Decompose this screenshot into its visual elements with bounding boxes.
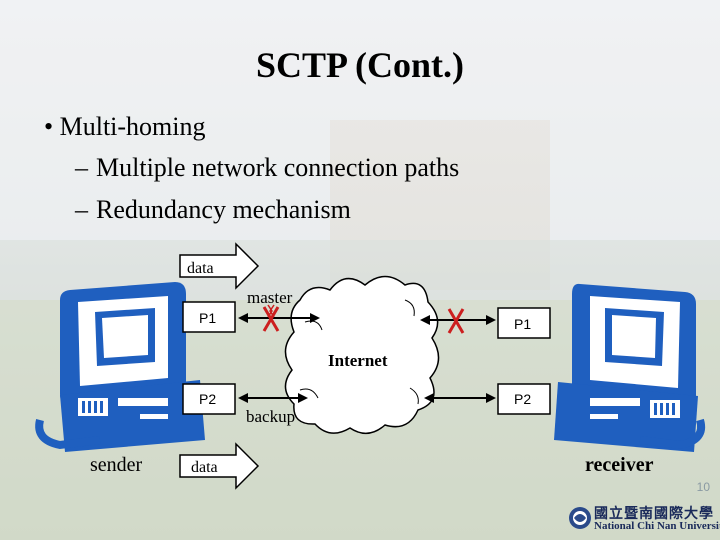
bullet-text: Multi-homing xyxy=(59,112,206,141)
link-failure-icon xyxy=(262,304,280,332)
master-label: master xyxy=(247,288,293,307)
internet-label: Internet xyxy=(328,351,388,370)
link-failure-icon xyxy=(447,308,465,334)
sub-item-text: Multiple network connection paths xyxy=(96,153,460,182)
receiver-p2-label: P2 xyxy=(514,391,531,407)
backup-label: backup xyxy=(246,407,295,426)
sender-p2-port xyxy=(182,383,236,415)
bullet-dot: • xyxy=(44,112,54,141)
bullet-item: • Multi-homing xyxy=(44,112,206,142)
receiver-label: receiver xyxy=(585,454,654,476)
university-name-english: National Chi Nan University xyxy=(594,520,720,532)
sub-item-2: –Redundancy mechanism xyxy=(75,195,351,225)
receiver-computer-icon xyxy=(554,283,705,452)
page-number: 10 xyxy=(696,480,710,494)
data-bottom-label: data xyxy=(191,459,218,476)
sub-item-text: Redundancy mechanism xyxy=(96,195,351,224)
slide-title: SCTP (Cont.) xyxy=(255,45,465,85)
receiver-p1-label: P1 xyxy=(514,316,531,332)
data-arrow-bottom xyxy=(179,442,260,490)
receiver-p1-port xyxy=(497,307,551,339)
university-name-chinese: 國立暨南國際大學 xyxy=(594,506,714,522)
sender-p2-label: P2 xyxy=(199,391,216,407)
sender-computer-icon xyxy=(35,282,205,452)
internet-cloud-icon xyxy=(284,275,440,434)
dash-marker: – xyxy=(75,195,88,224)
data-arrow-top xyxy=(179,242,260,290)
data-top-label: data xyxy=(187,260,214,277)
university-logo: 國立暨南國際大學 National Chi Nan University xyxy=(568,502,720,536)
sender-p1-label: P1 xyxy=(199,310,216,326)
sub-item-1: –Multiple network connection paths xyxy=(75,153,459,183)
receiver-p2-port xyxy=(497,383,551,415)
dash-marker: – xyxy=(75,153,88,182)
university-emblem-icon xyxy=(569,507,591,529)
sender-label: sender xyxy=(90,454,143,476)
sender-p1-port xyxy=(182,301,236,333)
